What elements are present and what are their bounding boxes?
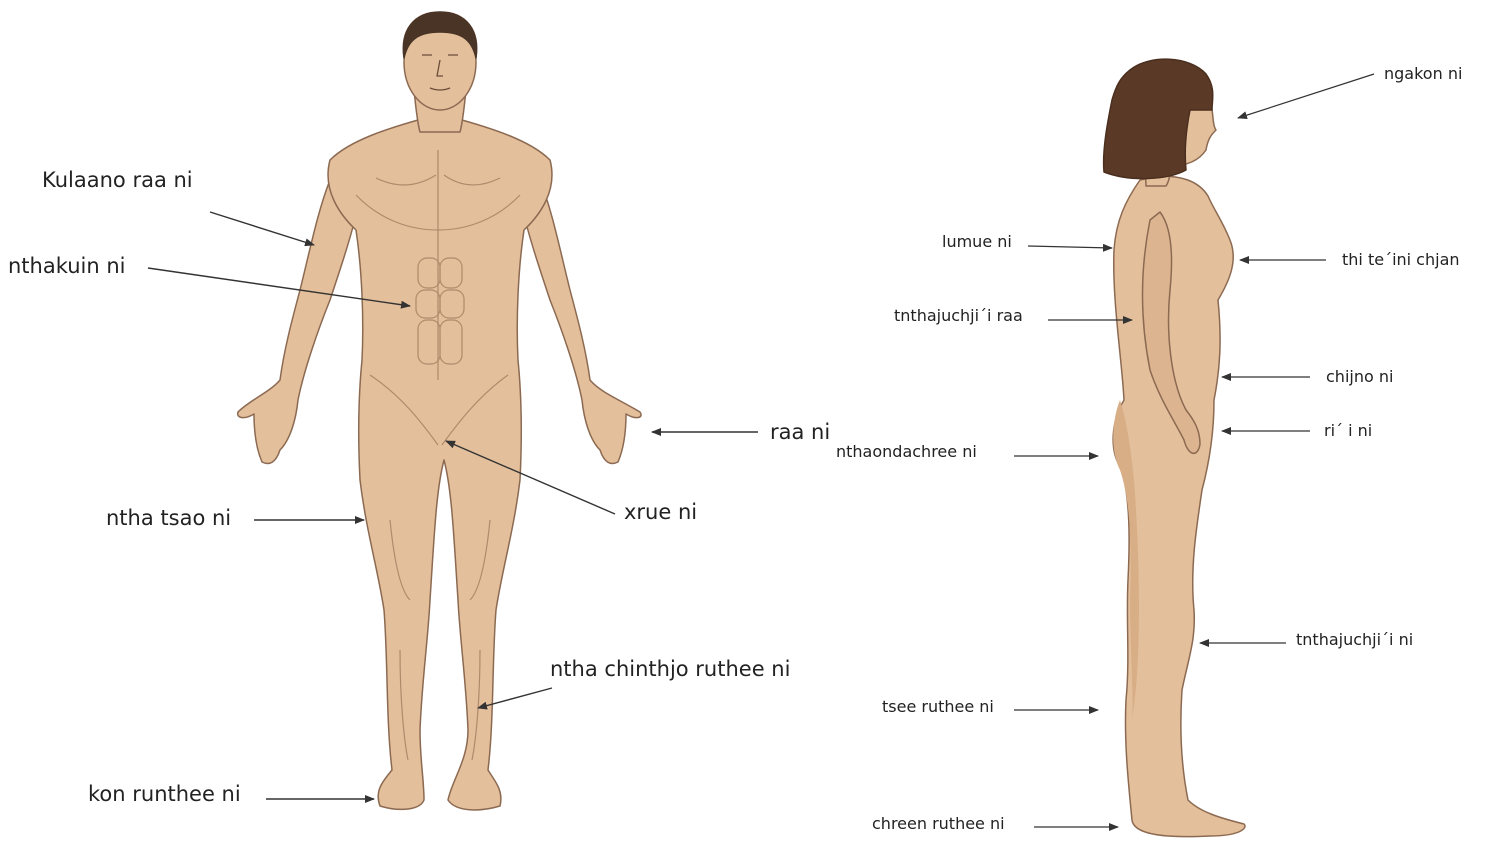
male-figure [238,12,641,810]
label-hand: raa ni [770,422,830,443]
arrow-back [1028,246,1112,248]
label-shoulder: Kulaano raa ni [42,170,193,191]
label-groin: xrue ni [624,502,697,523]
label-wrist: ri´ i ni [1324,423,1372,439]
male-left-arm [238,180,356,464]
label-buttocks: nthaondachree ni [836,444,977,460]
arrow-head [1238,74,1374,118]
label-knee: tnthajuchji´i ni [1296,632,1413,648]
label-thigh: ntha tsao ni [106,508,231,529]
label-head: ngakon ni [1384,66,1462,82]
label-foot: kon runthee ni [88,784,241,805]
label-back: lumue ni [942,234,1012,250]
label-abdomen: nthakuin ni [8,256,126,277]
label-waist: chijno ni [1326,369,1393,385]
label-calf: tsee ruthee ni [882,699,994,715]
male-torso-legs [328,120,552,810]
label-heel: chreen ruthee ni [872,816,1005,832]
label-elbow: tnthajuchji´i raa [894,308,1023,324]
label-shin: ntha chinthjo ruthee ni [550,659,790,680]
male-right-arm [524,180,641,464]
female-figure [1104,59,1245,836]
arrow-shoulder [210,212,314,245]
label-breast: thi te´ini chjan [1342,252,1460,268]
